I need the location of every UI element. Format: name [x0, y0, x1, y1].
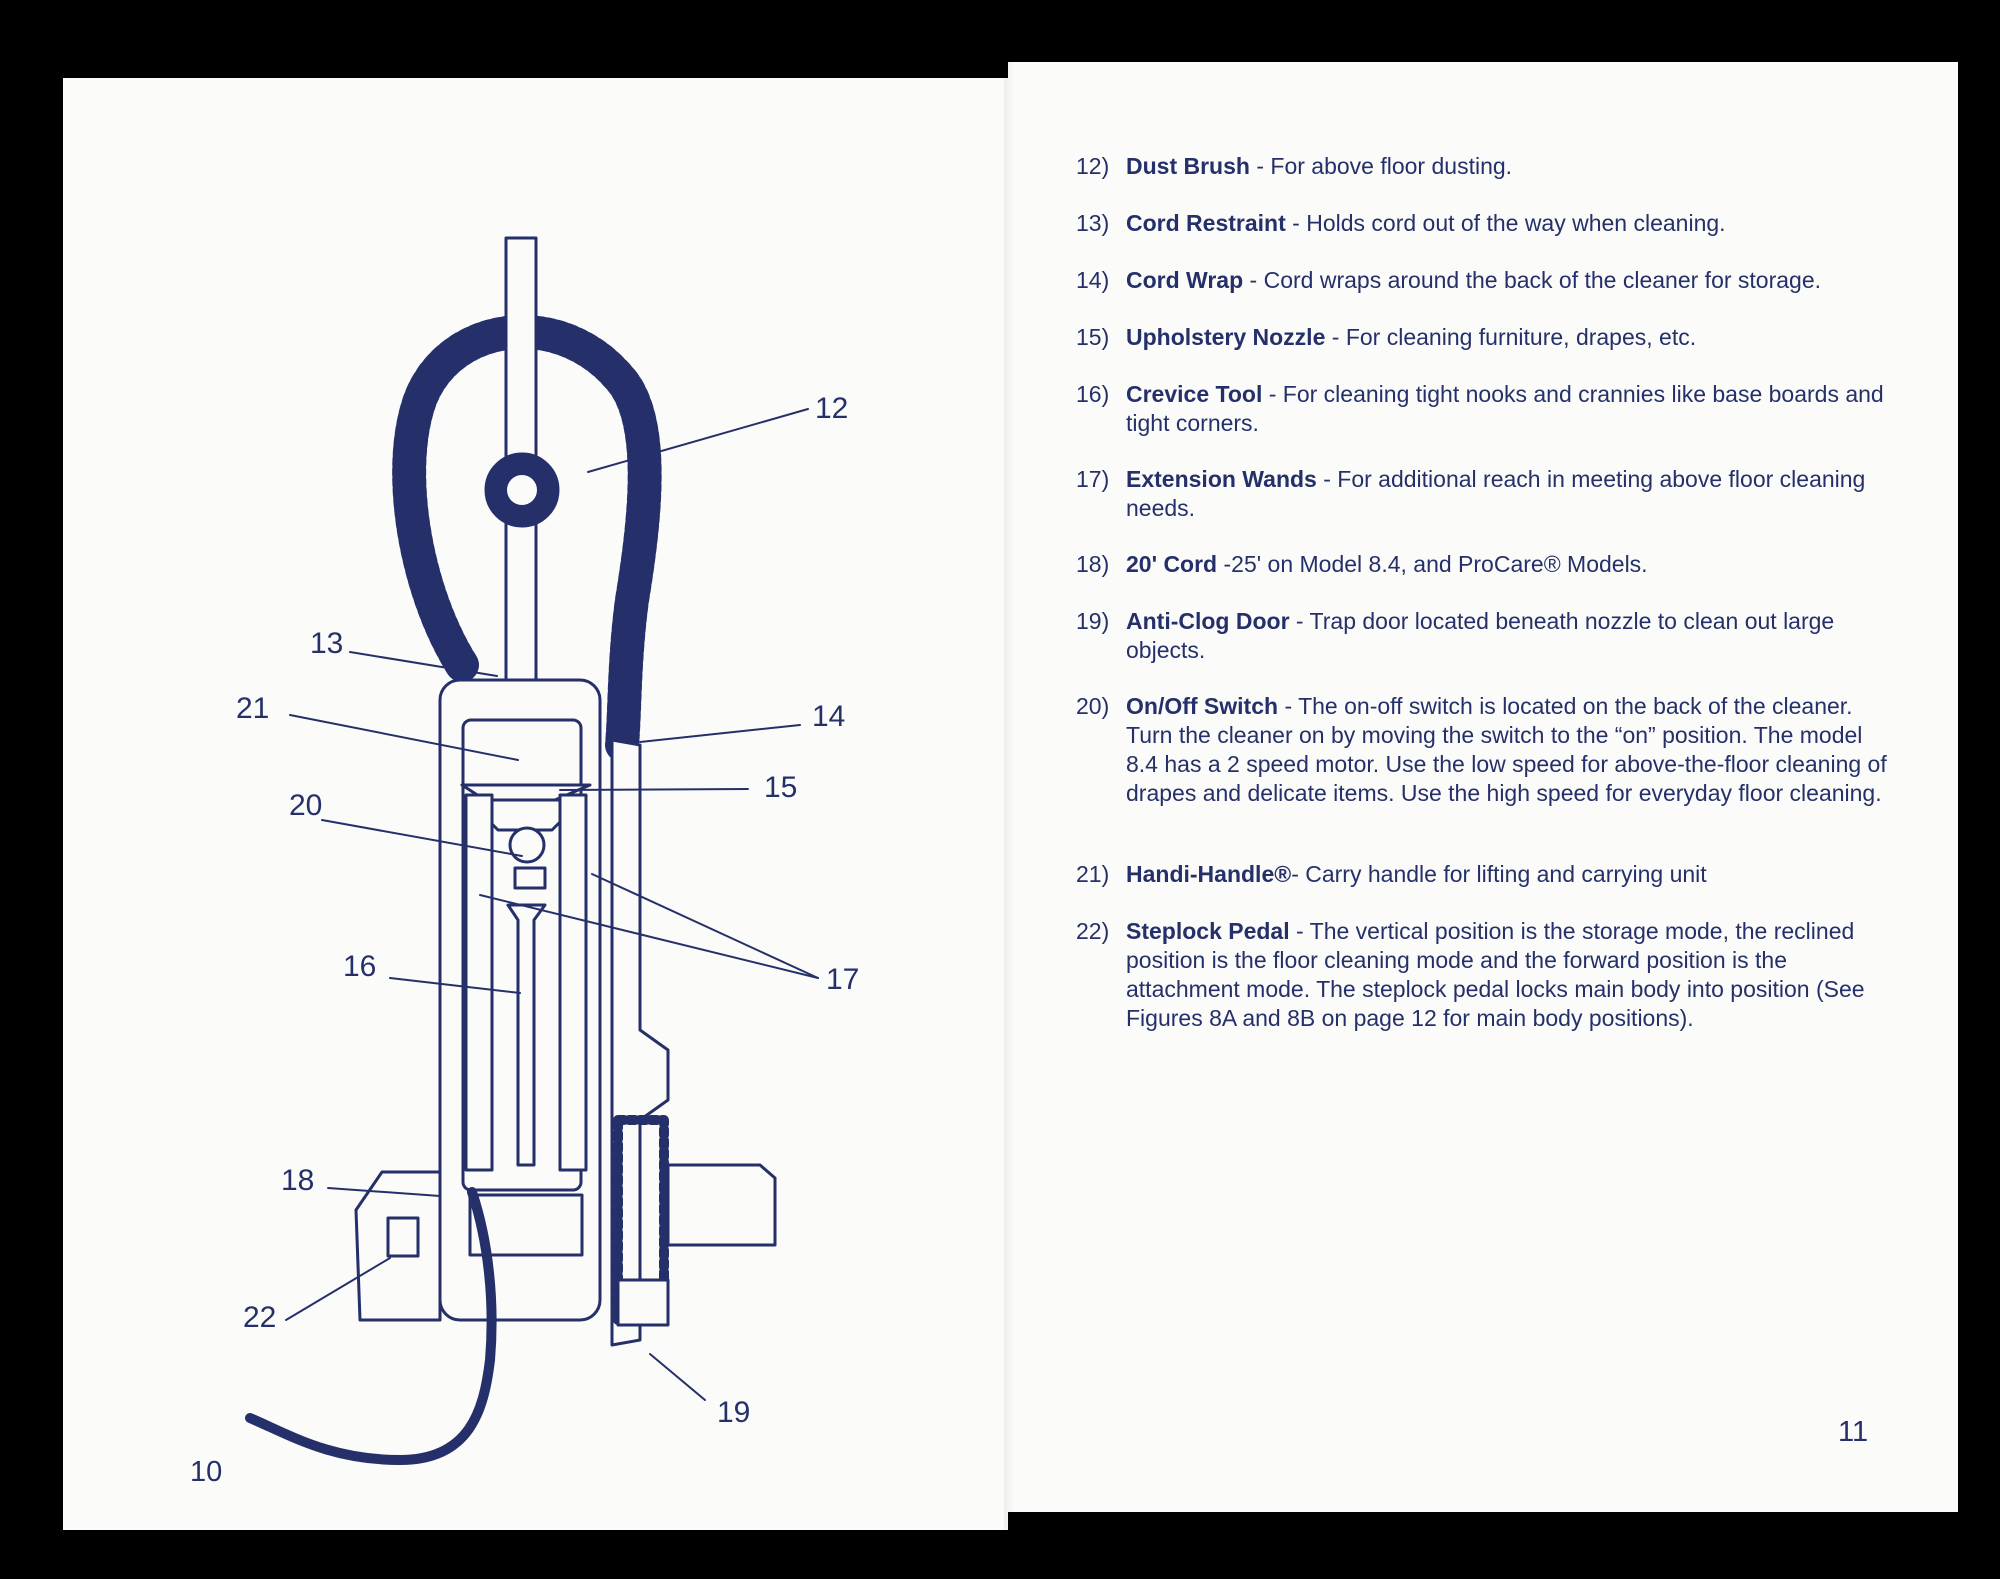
- cord-wrap-track: [610, 738, 670, 1347]
- list-item: 12) Dust Brush - For above floor dusting…: [1076, 153, 1513, 179]
- page-number-right: 11: [1838, 1416, 1869, 1448]
- list-item: 14) Cord Wrap - Cord wraps around the ba…: [1076, 267, 1822, 293]
- list-item: 16) Crevice Tool - For cleaning tight no…: [1076, 381, 1884, 436]
- callout-12: 12: [815, 392, 849, 425]
- list-item: 17) Extension Wands - For additional rea…: [1076, 466, 1866, 521]
- steplock-pedal: [386, 1216, 420, 1258]
- hose: [392, 315, 662, 762]
- page-gutter: [1004, 62, 1014, 1530]
- list-item: 20) On/Off Switch - The on-off switch is…: [1076, 693, 1887, 806]
- list-item: 18) 20' Cord -25' on Model 8.4, and ProC…: [1076, 551, 1648, 577]
- callout-18: 18: [281, 1164, 315, 1197]
- callout-20: 20: [289, 789, 323, 822]
- list-item: 19) Anti-Clog Door - Trap door located b…: [1076, 608, 1835, 663]
- list-item: 22) Steplock Pedal - The vertical positi…: [1076, 918, 1865, 1031]
- callout-21: 21: [236, 692, 270, 725]
- callout-19: 19: [717, 1396, 751, 1429]
- callout-22: 22: [243, 1301, 277, 1334]
- power-cord: [245, 1187, 497, 1465]
- right-page: [1008, 62, 1958, 1512]
- crevice-tool: [506, 903, 547, 1167]
- page-number-left: 10: [190, 1456, 223, 1488]
- base-right: [666, 1163, 777, 1247]
- callout-13: 13: [310, 627, 344, 660]
- callout-14: 14: [812, 700, 846, 733]
- callout-16: 16: [343, 950, 377, 983]
- list-item: 13) Cord Restraint - Holds cord out of t…: [1076, 210, 1726, 236]
- extension-wand-right: [558, 793, 588, 1172]
- extension-wand-left: [464, 793, 494, 1172]
- list-item: 15) Upholstery Nozzle - For cleaning fur…: [1076, 324, 1697, 350]
- callout-15: 15: [764, 771, 798, 804]
- callout-17: 17: [826, 963, 860, 996]
- list-item: 21) Handi-Handle®- Carry handle for lift…: [1076, 861, 1707, 887]
